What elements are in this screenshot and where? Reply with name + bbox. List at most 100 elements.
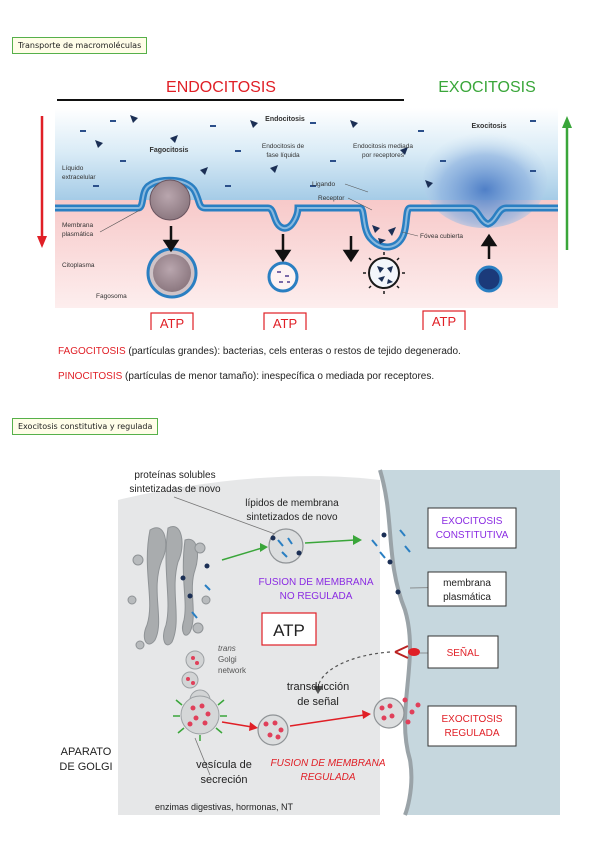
label-liquido-1: Líquido <box>62 165 84 172</box>
signal-arrowhead <box>313 686 323 694</box>
label-lipidos-2: sintetizados de novo <box>246 512 338 523</box>
label-atp-section2: ATP <box>273 621 305 640</box>
label-fusion-regulada-1: FUSION DE MEMBRANA <box>270 758 385 769</box>
coated-pit <box>372 225 396 244</box>
fusing-vesicle <box>373 697 405 729</box>
label-vesicula-1: vesícula de <box>196 759 252 771</box>
label-fusion-regulada-2: REGULADA <box>300 772 355 783</box>
svg-text:ATP: ATP <box>432 314 456 329</box>
extracellular-particles <box>80 120 536 187</box>
label-exo-regulada-2: REGULADA <box>444 728 499 739</box>
process-arrows <box>162 226 498 263</box>
atp-box-2: ATP <box>263 312 307 330</box>
label-aparato-1: APARATO <box>61 746 112 758</box>
label-transduccion-1: transducción <box>287 681 349 693</box>
constitutive-path-arrows <box>221 535 362 561</box>
label-exocitosis: Exocitosis <box>471 123 506 130</box>
budding-granule <box>180 695 220 735</box>
exocitosis-heading: EXOCITOSIS <box>438 79 536 96</box>
label-network: network <box>218 666 247 675</box>
caption-fagocitosis-text: (partículas grandes): bacterias, cels en… <box>125 346 461 357</box>
coated-vesicle-ligands <box>377 266 393 284</box>
label-exo-constitutiva-1: EXOCITOSIS <box>442 516 503 527</box>
golgi-dark-dots <box>180 563 210 599</box>
label-citoplasma: Citoplasma <box>62 262 95 269</box>
label-fusion-no-regulada-2: NO REGULADA <box>280 591 353 602</box>
label-exo-constitutiva-2: CONSTITUTIVA <box>436 530 509 541</box>
exocytic-vesicle <box>475 265 503 293</box>
label-enzimas: enzimas digestivas, hormonas, NT <box>155 802 294 812</box>
phagocytosis-particle <box>149 179 191 221</box>
exocytosis-glow <box>423 132 547 228</box>
exocytosis-diagram: proteínas solubles sintetizadas de novo … <box>59 469 560 816</box>
golgi-blue-lipids <box>191 584 211 619</box>
fluid-phase-vesicle <box>267 261 299 293</box>
svg-text:ATP: ATP <box>160 316 184 330</box>
label-lipidos-1: lípidos de membrana <box>245 498 339 509</box>
label-membrana-2-1: membrana <box>443 578 491 589</box>
label-membrana-2: plasmática <box>62 231 93 238</box>
box-exocitosis-regulada <box>427 705 517 747</box>
released-cargo <box>379 697 421 725</box>
constitutive-vesicle-protein <box>270 535 276 541</box>
label-endo-mediada-1: Endocitosis mediada <box>353 143 413 150</box>
label-exo-regulada-1: EXOCITOSIS <box>442 714 503 725</box>
endocytosis-direction-arrow <box>37 116 47 248</box>
label-liquido-2: extracelular <box>62 174 96 181</box>
label-golgi: Golgi <box>218 655 237 664</box>
vesicula-leader <box>194 737 211 776</box>
label-fagosoma: Fagosoma <box>96 293 127 300</box>
constitutive-vesicle-protein-2 <box>296 550 302 556</box>
endocitosis-heading: ENDOCITOSIS <box>166 79 276 96</box>
label-vesicula-2: secreción <box>200 774 247 786</box>
signal-transduction-arrow <box>317 651 391 689</box>
label-endo-fase-liquida-2: fase líquida <box>266 152 300 159</box>
plasma-membrane-2 <box>378 469 414 816</box>
constitutive-vesicle-cargo <box>277 537 293 558</box>
proteinas-leader <box>173 496 276 535</box>
label-leaders <box>99 183 419 237</box>
membrane-lipids-released <box>371 529 411 559</box>
section-tag-exocitosis: Exocitosis constitutiva y regulada <box>12 418 159 435</box>
svg-text:ATP: ATP <box>273 316 297 330</box>
caption-pinocitosis-term: PINOCITOSIS <box>58 371 123 382</box>
plasma-membrane-inner <box>55 179 558 248</box>
label-aparato-2: DE GOLGI <box>59 761 112 773</box>
caption-fagocitosis-term: FAGOCITOSIS <box>58 346 126 357</box>
caption-pinocitosis: PINOCITOSIS (partículas de menor tamaño)… <box>58 371 434 382</box>
vesicle-particles <box>277 271 290 283</box>
golgi-cisternae <box>143 525 198 646</box>
regulated-path-arrows <box>221 710 371 731</box>
constitutive-vesicle <box>268 528 304 564</box>
secretory-vesicle-cargo <box>263 720 284 740</box>
caption-pinocitosis-text: (partículas de menor tamaño): inespecífi… <box>122 371 435 382</box>
box-exocitosis-constitutiva <box>427 507 517 549</box>
label-ligando: Ligando <box>312 181 336 188</box>
caption-fagocitosis: FAGOCITOSIS (partículas grandes): bacter… <box>58 346 461 357</box>
label-endo-fase-liquida-1: Endocitosis de <box>262 143 305 150</box>
signal-receptor <box>394 645 409 659</box>
atp-box-section2 <box>261 612 317 646</box>
signal-molecule <box>408 648 420 656</box>
atp-box-1: ATP <box>150 312 194 330</box>
label-receptor: Receptor <box>318 195 345 202</box>
label-senal: SEÑAL <box>447 646 480 659</box>
label-fusion-no-regulada-1: FUSION DE MEMBRANA <box>258 577 373 588</box>
label-endocitosis: Endocitosis <box>265 116 305 123</box>
atp-box-3: ATP <box>422 310 466 330</box>
label-fagocitosis: Fagocitosis <box>150 147 189 154</box>
golgi-vesicles <box>127 542 211 650</box>
label-proteinas-2: sintetizadas de novo <box>129 484 221 495</box>
label-membrana-1: Membrana <box>62 222 93 229</box>
extracellular-ligands <box>95 115 433 188</box>
clathrin-coat <box>363 252 405 294</box>
label-trans: trans <box>218 644 236 653</box>
label-membrana-2-2: plasmática <box>443 592 491 603</box>
box-senal <box>427 635 499 669</box>
box-membrana-plasmatica <box>427 571 507 607</box>
exocytosis-direction-arrow <box>562 116 572 250</box>
label-proteinas-1: proteínas solubles <box>134 470 215 481</box>
budding-granule-cargo <box>187 703 211 727</box>
coated-vesicle <box>368 257 400 289</box>
section-tag-transporte: Transporte de macromoléculas <box>12 37 148 54</box>
